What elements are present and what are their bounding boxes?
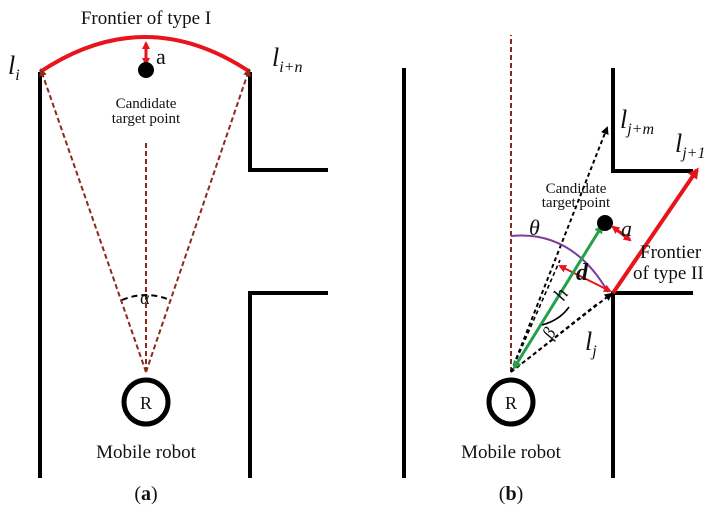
panel-b-caption: (b) bbox=[499, 483, 523, 505]
panel-a: α a Candidate target point Frontier of t… bbox=[8, 8, 328, 505]
frontier-type-i-arc bbox=[38, 35, 252, 74]
candidate-label-b-line1: Candidate bbox=[546, 181, 607, 197]
beta-angle-arc bbox=[541, 306, 570, 326]
frontier-type-ii-label-line1: Frontier bbox=[640, 242, 702, 263]
a-label-panel-b: a bbox=[621, 216, 632, 241]
robot-caption-panel-b: Mobile robot bbox=[461, 442, 561, 463]
alpha-label: α bbox=[140, 288, 150, 308]
ray-to-frontier-b bbox=[510, 259, 561, 373]
candidate-label-line2: target point bbox=[112, 111, 181, 127]
edge-label-lj: lj bbox=[585, 327, 597, 360]
candidate-label-line1: Candidate bbox=[116, 96, 177, 112]
panel-a-caption: (a) bbox=[134, 483, 157, 505]
ray-left bbox=[39, 68, 147, 373]
candidate-target-point-b bbox=[597, 215, 613, 231]
panel-b: θ d h β a Candidate target point Frontie… bbox=[402, 35, 705, 505]
mobile-robot-b bbox=[486, 377, 536, 427]
frontier-type-i-label: Frontier of type I bbox=[81, 8, 211, 29]
theta-label: θ bbox=[529, 215, 540, 240]
alpha-angle-arc bbox=[121, 294, 171, 301]
robot-label-panel-a: R bbox=[140, 393, 152, 413]
mobile-robot bbox=[121, 377, 171, 427]
edge-label-li-plus-n: li+n bbox=[272, 43, 302, 76]
robot-label-panel-b: R bbox=[505, 393, 517, 413]
edge-label-lj-plus-m: lj+m bbox=[620, 105, 654, 138]
beta-label: β bbox=[537, 324, 559, 343]
robot-caption-panel-a: Mobile robot bbox=[96, 442, 196, 463]
ray-right bbox=[145, 68, 251, 373]
candidate-target-point bbox=[138, 62, 154, 78]
edge-label-li: li bbox=[8, 51, 20, 84]
frontier-type-ii-line bbox=[611, 167, 699, 295]
h-height-arrow bbox=[512, 224, 604, 370]
a-label-panel-a: a bbox=[156, 44, 166, 69]
edge-label-lj-plus-1: lj+1 bbox=[675, 129, 705, 162]
candidate-label-b-line2: target point bbox=[542, 195, 611, 211]
h-label: h bbox=[549, 284, 573, 304]
frontier-type-ii-label-line2: of type II bbox=[633, 263, 704, 284]
a-distance-arrow-b bbox=[611, 225, 632, 242]
